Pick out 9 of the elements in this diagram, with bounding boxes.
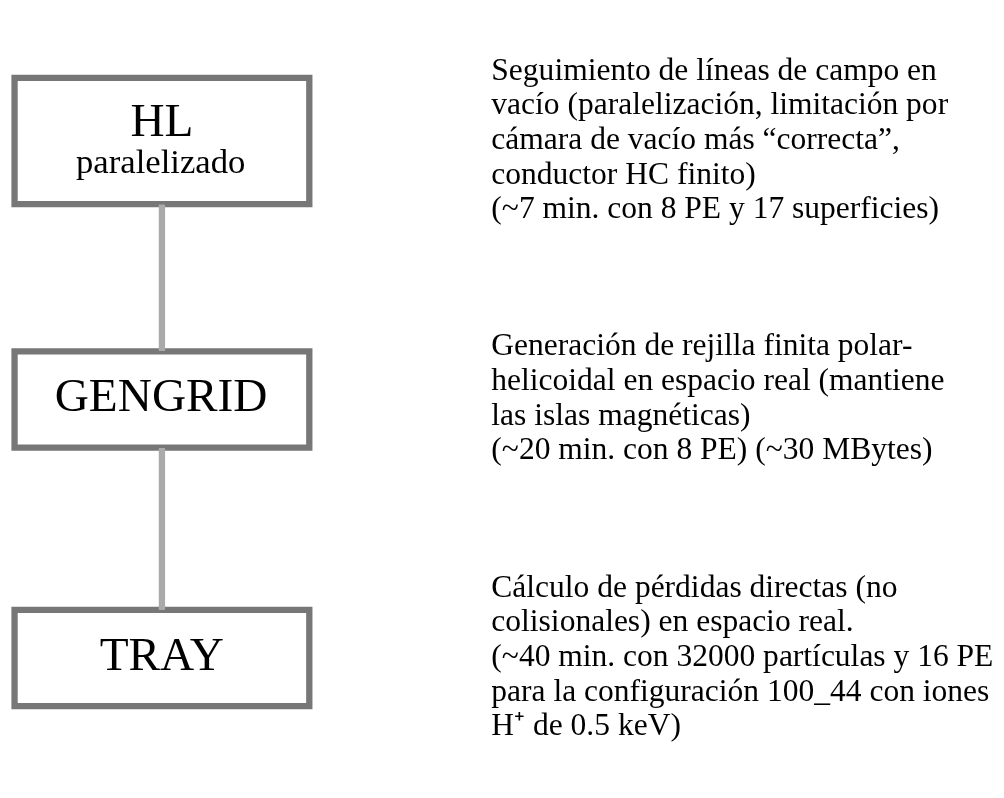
- node-label: Generación de rejilla finita polar-helicoidal en espacio real (mantiene las islas magnéticas): [491, 326, 945, 432]
- connector: [158, 447, 166, 610]
- node-box: TRAY: [11, 606, 313, 709]
- node-label: Seguimiento de líneas de campo en vacío (paralelización, limitación por cámara de vacío más “correcta”, conductor HC finito): [491, 51, 949, 191]
- node-label: (~40 min. con 32000 partículas y 16 PE para la configuración 100_44 con iones H⁺ de 0.5 keV): [491, 637, 994, 742]
- node-box: HL paralelizado: [11, 74, 313, 207]
- connector: [158, 203, 166, 351]
- node-label: Cálculo de pérdidas directas (no colisionales) en espacio real.: [491, 568, 898, 638]
- node-box: GENGRID: [11, 347, 313, 451]
